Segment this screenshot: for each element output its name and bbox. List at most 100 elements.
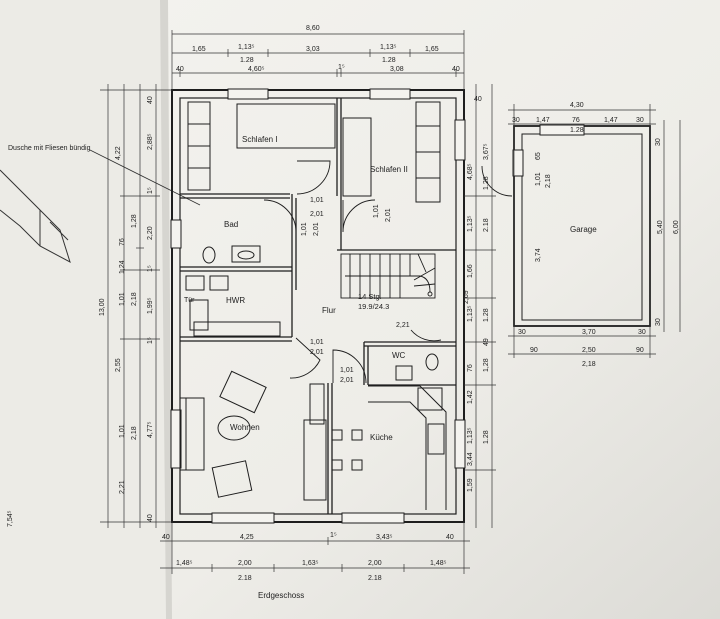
sanitary-objects (185, 245, 439, 381)
right-a-10: 1,59 (467, 478, 474, 492)
bottom-sub-2: 2.18 (368, 575, 382, 582)
interior-walls (180, 98, 456, 514)
garage-right-1: 30 (655, 138, 662, 146)
living-furniture (179, 370, 267, 498)
beds (236, 103, 372, 197)
stairs-ratio: 19.9/24.3 (358, 302, 389, 311)
top-row2-1: 40 (176, 66, 184, 73)
garage-bottom2-3: 90 (636, 347, 644, 354)
left-b-1: 2,88⁵ (147, 133, 154, 150)
right-a-7: 76 (467, 364, 474, 372)
left-b-4: 1,99⁵ (147, 297, 154, 314)
garage-right-4: 30 (655, 318, 662, 326)
garage-width: 4,30 (570, 102, 584, 109)
top-dim-4: 1,13⁵ (380, 44, 397, 51)
room-label-flur: Flur (322, 306, 336, 315)
bottom-row2-2: 2,00 (238, 560, 252, 567)
shower-note: Dusche mit Fliesen bündig (8, 145, 91, 152)
bottom-row2-5: 1,48⁵ (430, 560, 447, 567)
door-dim-4b: 2,01 (310, 349, 324, 356)
right-a-4: 1,66 (467, 264, 474, 278)
right-dim-lines (464, 84, 496, 528)
right-b-4: 1,28 (483, 358, 490, 372)
left-c-1: 1,28 (131, 214, 138, 228)
door-dim-4a: 1,01 (310, 339, 324, 346)
outer-left-dim: 7,54⁵ (7, 510, 14, 527)
left-dim-lines (100, 84, 172, 528)
neighbour-drawing-fragment (0, 169, 71, 264)
right-b-3: 1.28 (483, 308, 490, 322)
bottom-row1-3: 1⁵ (330, 532, 337, 539)
room-label-wc: WC (392, 351, 406, 360)
room-label-bad: Bad (224, 220, 238, 229)
door-dim-3a: 1,01 (373, 204, 380, 218)
top-dim-5: 1,65 (425, 46, 439, 53)
door-dim-1a: 1,01 (310, 197, 324, 204)
garage-bottom-sub: 2,18 (582, 361, 596, 368)
right-marker-3: 2,21 (396, 322, 410, 329)
left-total-dim: 13,00 (99, 298, 106, 316)
right-marker-2: 2,69 (463, 290, 470, 304)
garage-bottom-3: 30 (638, 329, 646, 336)
garage-top-3: 76 (572, 117, 580, 124)
garage-left-3: 3,74 (535, 248, 542, 262)
top-dim-sub-2: 1.28 (382, 57, 396, 64)
garage-window: 65 (535, 152, 542, 160)
top-dim-2: 1,13⁵ (238, 44, 255, 51)
garage-top-5: 30 (636, 117, 644, 124)
door-dim-5a: 1,01 (340, 367, 354, 374)
door-dim-5b: 2,01 (340, 377, 354, 384)
left-a-4: 2,55 (115, 358, 122, 372)
left-c-2: 76 (119, 238, 126, 246)
garage-left-2: 2,18 (545, 174, 552, 188)
left-b-2: 2,20 (147, 226, 154, 240)
right-a-1: 3,67⁵ (483, 143, 490, 160)
bottom-row1-2: 4,25 (240, 534, 254, 541)
right-b-6: 3,44 (467, 452, 474, 466)
room-label-tuer: Tür (184, 297, 195, 304)
right-marker-1: 40 (474, 96, 482, 103)
left-c-5: 2,18 (131, 292, 138, 306)
door-swings (263, 160, 513, 384)
bottom-row2-1: 1,48⁵ (176, 560, 193, 567)
garage-right-3: 6,00 (673, 220, 680, 234)
room-label-schlafen1: Schlafen I (242, 135, 278, 144)
door-dim-1b: 2,01 (310, 211, 324, 218)
bottom-row1-1: 40 (162, 534, 170, 541)
garage-top-sub: 1.28 (570, 127, 584, 134)
stairs-steps: 14 Stg. (358, 292, 382, 301)
left-c-8: 2,21 (119, 480, 126, 494)
right-a-5: 1,13⁵ (467, 305, 474, 322)
left-a-3: 1⁵ (147, 187, 154, 194)
garage-top-1: 30 (512, 117, 520, 124)
right-a-6: 49 (483, 338, 490, 346)
right-a-9: 1,13⁵ (467, 427, 474, 444)
wardrobes (187, 101, 441, 337)
right-a-3: 1,13⁵ (467, 215, 474, 232)
left-c-6: 1,01 (119, 424, 126, 438)
room-label-garage: Garage (570, 225, 597, 234)
top-dim-3: 3,03 (306, 46, 320, 53)
left-c-3: 1,24 (119, 260, 126, 274)
top-dim-sub-1: 1.28 (240, 57, 254, 64)
bottom-row1-5: 40 (446, 534, 454, 541)
right-a-2: 4,68⁵ (467, 163, 474, 180)
top-row2-4: 3,08 (390, 66, 404, 73)
house-outline (171, 89, 465, 523)
garage-top-2: 1,47 (536, 117, 550, 124)
right-b-1: 1.28 (483, 176, 490, 190)
left-a-5: 40 (147, 514, 154, 522)
bottom-row2-3: 1,63⁵ (302, 560, 319, 567)
top-dim-lines (171, 30, 465, 90)
door-dim-2b: 2,01 (313, 222, 320, 236)
left-c-4: 1,01 (119, 292, 126, 306)
staircase (340, 253, 436, 299)
room-label-wohnen: Wohnen (230, 423, 260, 432)
room-label-kueche: Küche (370, 433, 393, 442)
paper-edge-left (0, 0, 166, 619)
garage-bottom2-2: 2,50 (582, 347, 596, 354)
garage-top-4: 1,47 (604, 117, 618, 124)
right-b-2: 2.18 (483, 218, 490, 232)
right-b-5: 1.28 (483, 430, 490, 444)
